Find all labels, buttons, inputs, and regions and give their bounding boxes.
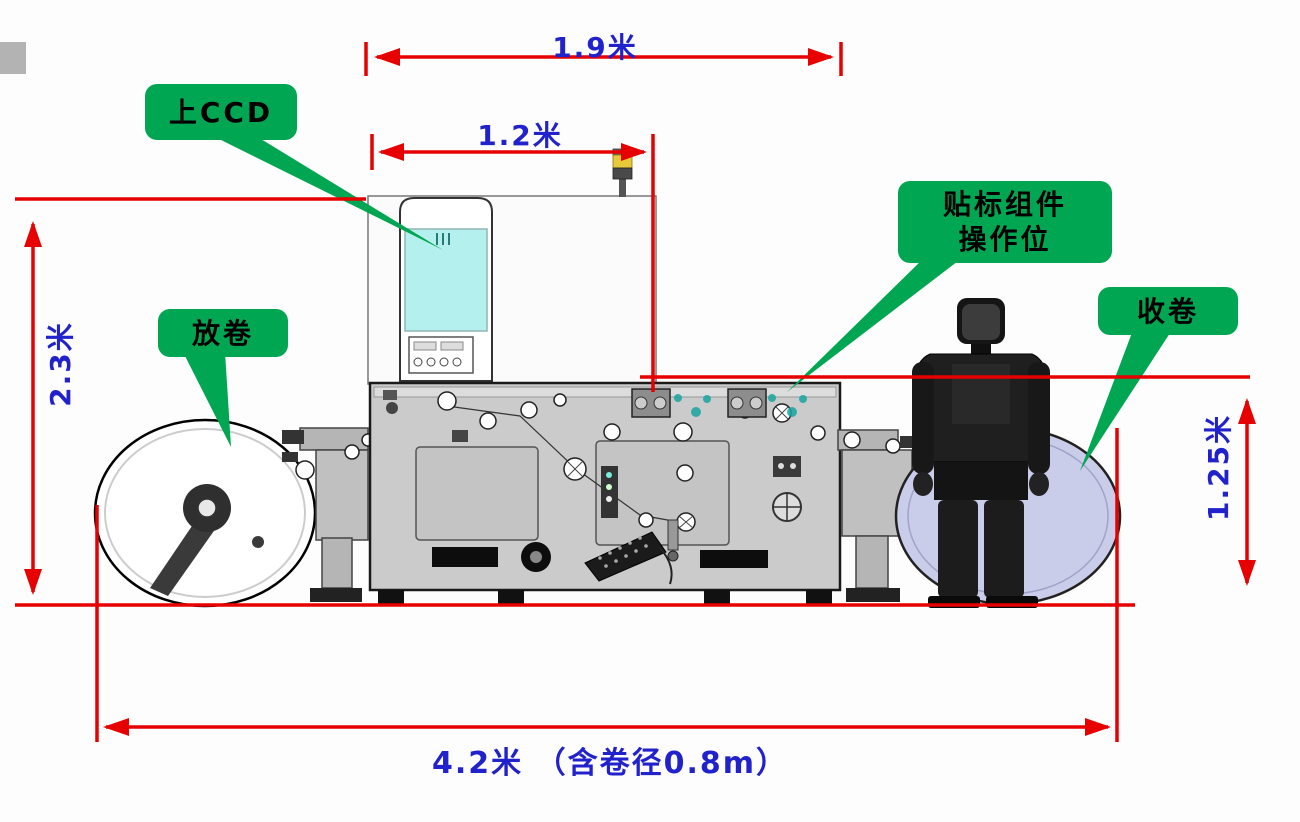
callout-label-station-line2: 操作位 <box>958 223 1052 256</box>
callout-top-ccd-text: 上CCD <box>168 95 274 129</box>
callout-arrow-unwind <box>183 352 231 447</box>
callout-arrow-ccd <box>213 136 443 250</box>
dimension-label-machine-height: 2.3米 <box>44 321 77 407</box>
ccd-camera-tower <box>399 197 493 382</box>
dimension-label-ccd-width: 1.2米 <box>477 119 563 152</box>
callout-arrow-rewind <box>1080 330 1172 471</box>
dimension-label-total-length: 4.2米 （含卷径0.8m） <box>432 746 788 781</box>
callout-top-ccd: 上CCD <box>145 84 297 140</box>
callout-rewind: 收卷 <box>1098 287 1238 335</box>
callout-label-station: 贴标组件 操作位 <box>898 181 1112 263</box>
callout-rewind-text: 收卷 <box>1136 294 1199 328</box>
operator-figure <box>912 298 1050 608</box>
corner-artifact <box>0 42 26 74</box>
dimension-label-top-width: 1.9米 <box>552 31 638 64</box>
unwind-roll <box>93 418 317 608</box>
dimension-label-roll-height: 1.25米 <box>1202 413 1235 521</box>
callout-label-station-line1: 贴标组件 <box>942 188 1067 221</box>
dimension-lines <box>15 42 1256 742</box>
callout-arrows <box>183 136 1172 471</box>
signal-lamp-icon <box>612 148 633 197</box>
callout-unwind-text: 放卷 <box>191 316 254 350</box>
machine-body <box>368 381 842 605</box>
unwind-frame <box>282 427 375 602</box>
callout-unwind: 放卷 <box>158 309 288 357</box>
callout-arrow-label-station <box>787 258 962 392</box>
